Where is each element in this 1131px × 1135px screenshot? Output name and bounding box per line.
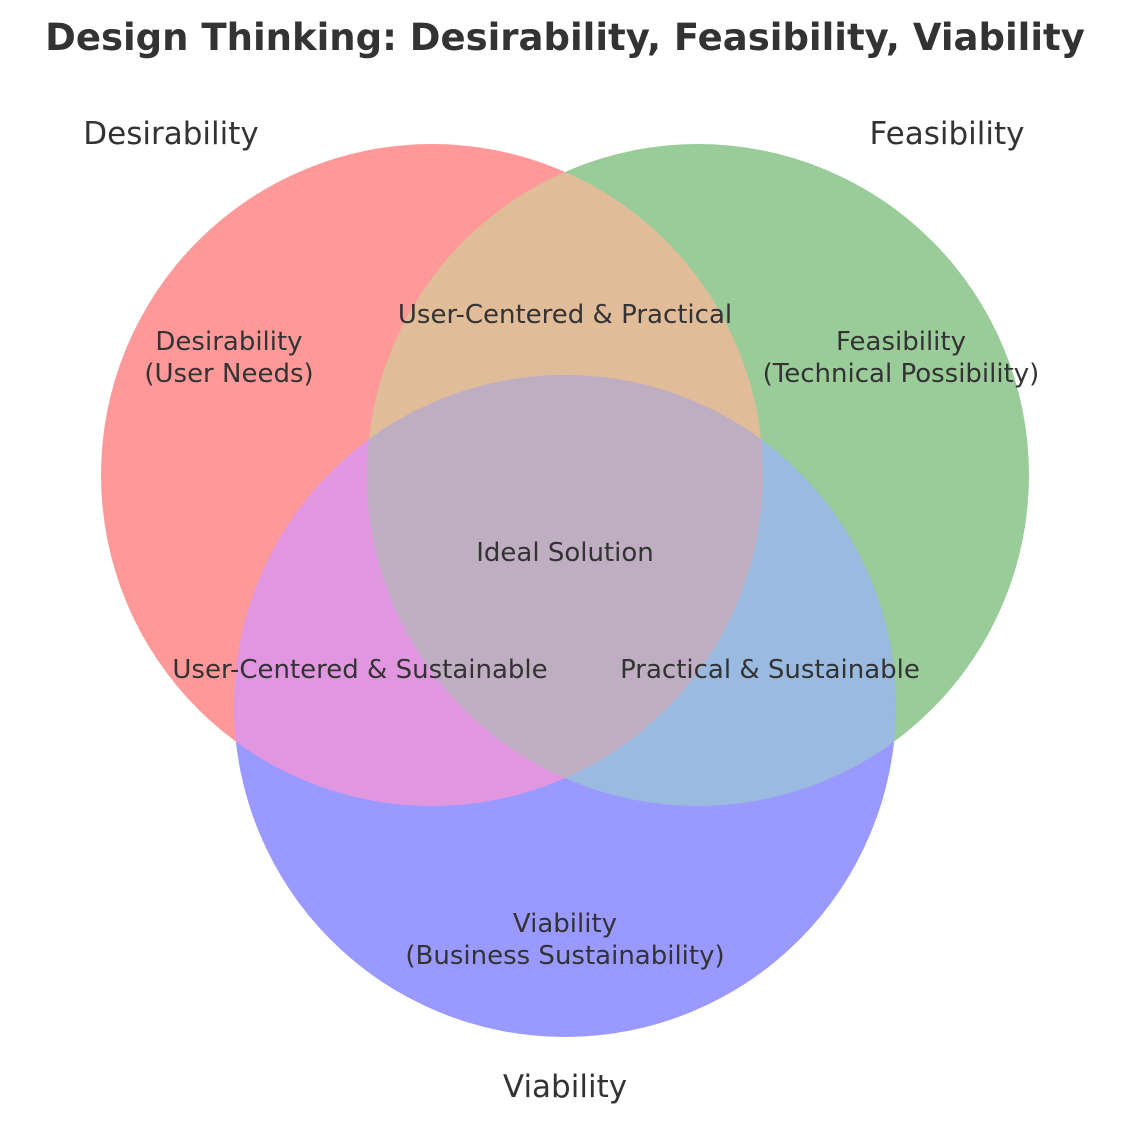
feasibility-region-label: Feasibility — [836, 327, 966, 357]
viability-region-sublabel: (Business Sustainability) — [405, 941, 724, 971]
desirability-viability-label: User-Centered & Sustainable — [172, 655, 547, 685]
center-overlap — [367, 375, 763, 806]
center-label: Ideal Solution — [476, 538, 654, 568]
desirability-feasibility-label: User-Centered & Practical — [398, 300, 732, 330]
diagram-title: Design Thinking: Desirability, Feasibili… — [45, 16, 1085, 59]
feasibility-region-sublabel: (Technical Possibility) — [763, 359, 1040, 389]
desirability-region-label: Desirability — [155, 327, 302, 357]
viability-set-label: Viability — [503, 1069, 627, 1105]
desirability-region-sublabel: (User Needs) — [144, 359, 313, 389]
viability-region-label: Viability — [513, 909, 617, 939]
desirability-set-label: Desirability — [83, 116, 258, 152]
feasibility-set-label: Feasibility — [870, 116, 1025, 152]
feasibility-viability-label: Practical & Sustainable — [620, 655, 920, 685]
